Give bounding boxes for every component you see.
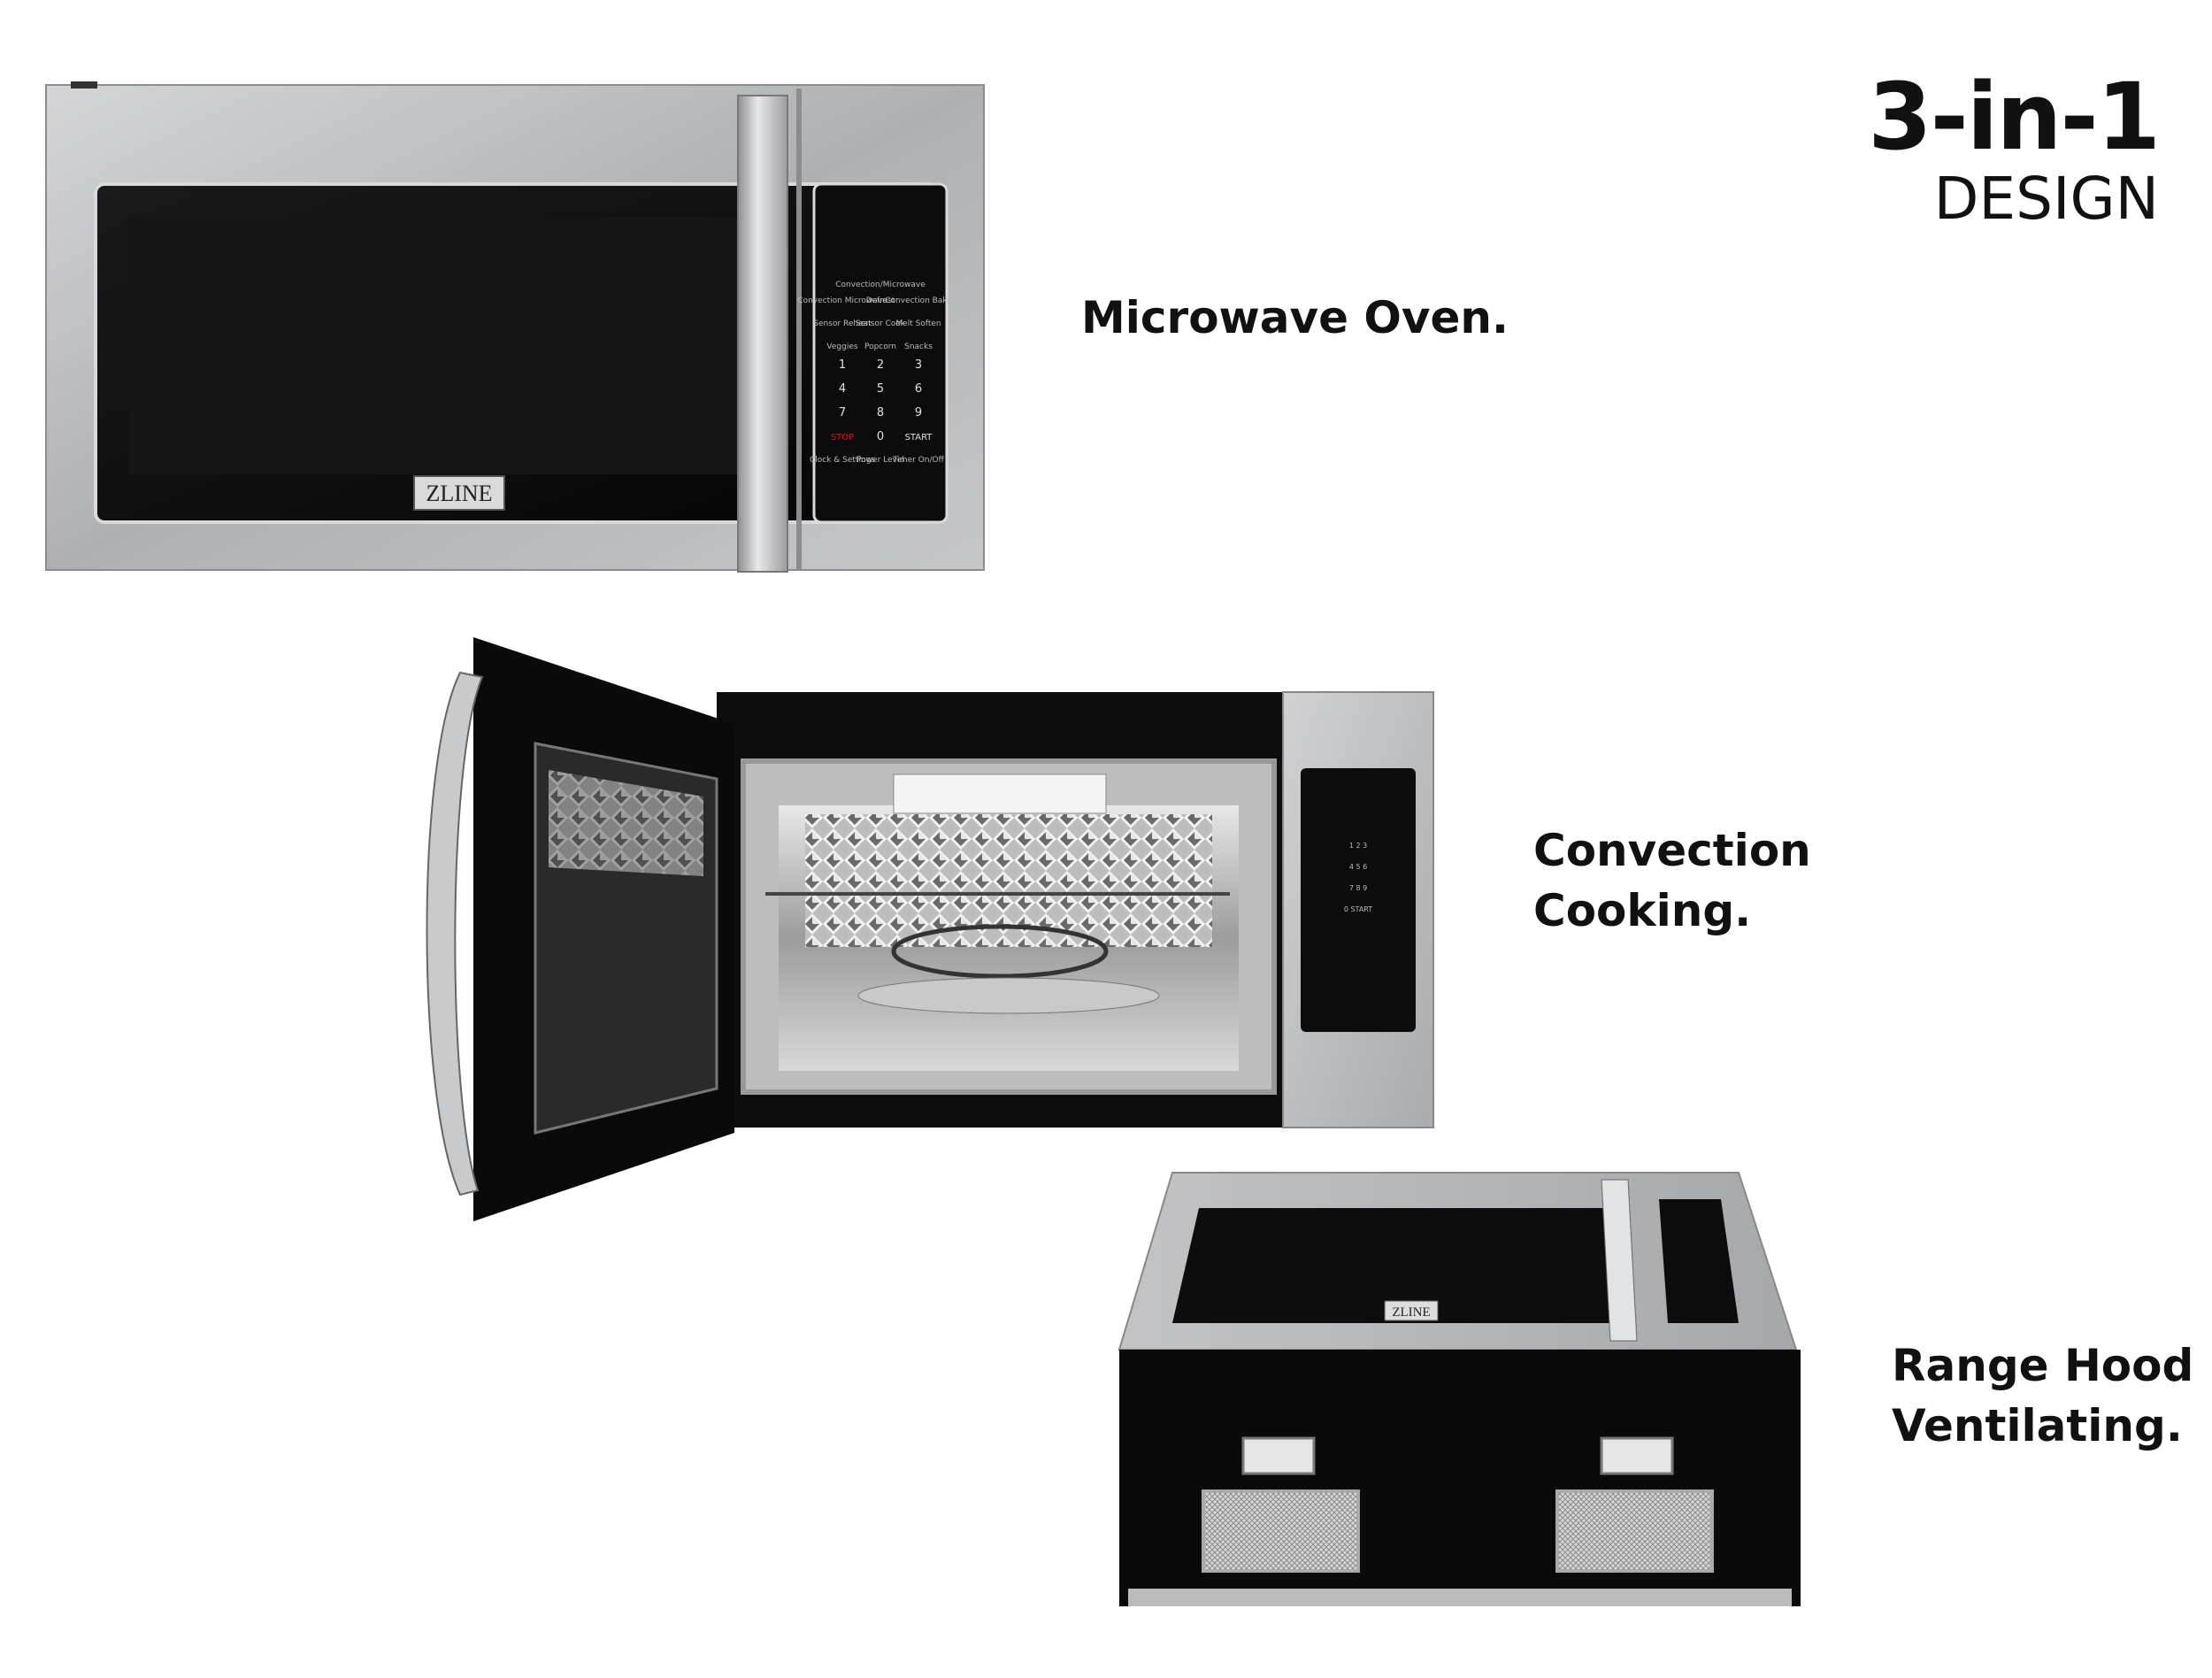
svg-text:7 8 9: 7 8 9 (1349, 884, 1367, 892)
keypad-digit-9[interactable]: 9 (915, 406, 922, 420)
brand-label-small: ZLINE (1392, 1305, 1430, 1320)
keypad-stop[interactable]: STOP (831, 433, 854, 443)
microwave-front-image: ZLINE Convection/Microwave Convection Mi… (45, 81, 985, 573)
keypad-sensor-reheat[interactable]: Sensor Reheat (813, 319, 872, 328)
caption-convection-cooking: Convection Cooking. (1533, 825, 1811, 936)
keypad-digit-0[interactable]: 0 (877, 430, 884, 443)
keypad-digit-3[interactable]: 3 (915, 358, 922, 372)
keypad-digit-7[interactable]: 7 (839, 406, 846, 420)
keypad-timer[interactable]: Timer On/Off (892, 456, 944, 465)
keypad-digit-8[interactable]: 8 (877, 406, 884, 420)
heading-main: 3-in-1 (1868, 63, 2161, 171)
microwave-open-image: 1 2 3 4 5 6 7 8 9 0 START (426, 637, 1434, 1221)
design-heading: 3-in-1 DESIGN (1868, 63, 2161, 233)
keypad-defrost[interactable]: Defrost (866, 296, 895, 305)
microwave-underside-image: ZLINE (1118, 1172, 1801, 1606)
keypad-convection-mw[interactable]: Convection Microwave (797, 296, 887, 305)
keypad-popcorn[interactable]: Popcorn (864, 343, 896, 351)
keypad-clock-settings[interactable]: Clock & Settings (810, 456, 875, 465)
heading-sub: DESIGN (1933, 165, 2159, 233)
brand-label: ZLINE (426, 481, 492, 506)
svg-text:0 START: 0 START (1344, 905, 1372, 913)
keypad-start[interactable]: START (905, 433, 933, 443)
keypad-label: Convection/Microwave (835, 281, 926, 289)
keypad-digit-1[interactable]: 1 (839, 358, 846, 372)
keypad-power-level[interactable]: Power Level (856, 456, 904, 465)
keypad-digit-4[interactable]: 4 (839, 382, 846, 396)
caption-range-hood-ventilating: Range Hood Ventilating. (1892, 1340, 2194, 1451)
keypad-digit-6[interactable]: 6 (915, 382, 922, 396)
keypad-digit-2[interactable]: 2 (877, 358, 884, 372)
keypad-sensor-cook[interactable]: Sensor Cook (856, 319, 906, 328)
keypad-digit-5[interactable]: 5 (877, 382, 884, 396)
keypad-melt-soften[interactable]: Melt Soften (895, 319, 941, 328)
keypad-veggies[interactable]: Veggies (826, 343, 857, 351)
svg-text:4 5 6: 4 5 6 (1349, 863, 1367, 871)
svg-text:1 2 3: 1 2 3 (1349, 842, 1367, 850)
caption-microwave-oven: Microwave Oven. (1081, 292, 1509, 343)
keypad-convection-bake[interactable]: Convection Bake (885, 296, 952, 305)
keypad-snacks[interactable]: Snacks (904, 343, 933, 351)
